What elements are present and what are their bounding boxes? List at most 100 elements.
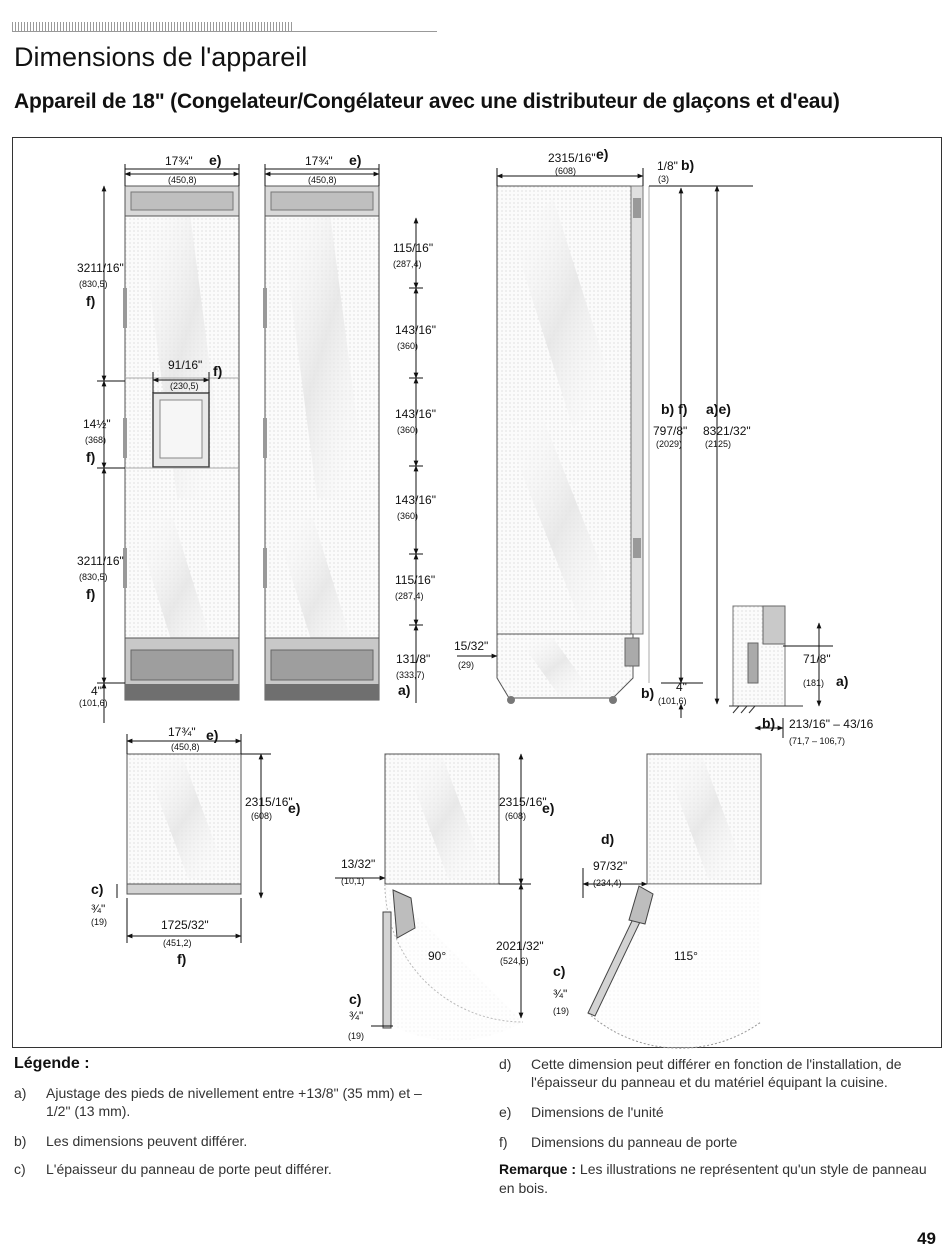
front-view-plain: 17¾" e) (450,8) 115/16" (287,4) 143/16" …: [263, 152, 436, 703]
page-title: Dimensions de l'appareil: [14, 42, 308, 72]
legend-text-b: Les dimensions peuvent différer.: [46, 1133, 248, 1149]
legend-text-c: L'épaisseur du panneau de porte peut dif…: [46, 1161, 332, 1177]
side-base-tag: b): [641, 685, 654, 701]
fv1-mid-h-mm: (368): [85, 435, 106, 445]
tv2-offset: 13/32": [341, 857, 375, 871]
note-label: Remarque :: [499, 1161, 577, 1177]
tv2-panel: ¾": [349, 1009, 363, 1023]
side-toe: 15/32": [454, 639, 488, 653]
legend-text-a: Ajustage des pieds de nivellement entre …: [46, 1085, 422, 1120]
legend-title: Légende :: [14, 1055, 90, 1072]
fv2-hinge-1-mm: (287,4): [393, 259, 422, 269]
side-base-mm: (101,6): [658, 696, 687, 706]
side-h-1: 797/8": [653, 424, 687, 438]
fv1-base-h: 4": [91, 684, 102, 698]
fv1-lower-h: 3211/16": [77, 554, 124, 568]
note-text: Les illustrations ne représentent qu'un …: [499, 1161, 927, 1196]
tv2-angle: 90°: [428, 949, 446, 963]
fv2-width-tag: e): [349, 152, 361, 168]
side-toe-mm: (29): [458, 660, 474, 670]
tv2-swing: 2021/32": [496, 939, 544, 953]
side-base: 4": [676, 680, 687, 694]
tv2-depth-tag: e): [542, 800, 554, 816]
fv2-bottom: 131/8": [396, 652, 430, 666]
side-gap: 1/8": [657, 159, 678, 173]
front-view-dispenser: 17¾" e) (450,8) 3211/16" (830,5) f) 14½"…: [77, 152, 240, 723]
tv3-panel: ¾": [553, 987, 567, 1001]
tv1-depth-tag: e): [288, 800, 300, 816]
fv1-base-h-mm: (101,6): [79, 698, 108, 708]
legend-key-b: b): [14, 1133, 27, 1149]
side-depth-mm: (608): [555, 166, 576, 176]
tv2-offset-mm: (10,1): [341, 876, 365, 886]
fv2-bottom-mm: (333,7): [396, 670, 425, 680]
detail-range-tag: b): [762, 715, 775, 731]
tv2-depth-mm: (608): [505, 811, 526, 821]
side-h-1-mm: (2029): [656, 439, 682, 449]
legend-text-f: Dimensions du panneau de porte: [531, 1134, 738, 1150]
tv1-c-tag: c): [91, 881, 103, 897]
dimension-figure: 17¾" e) (450,8) 3211/16" (830,5) f) 14½"…: [12, 137, 942, 1049]
legend-key-a: a): [14, 1085, 27, 1101]
tv1-depth-mm: (608): [251, 811, 272, 821]
side-depth: 2315/16": [548, 151, 596, 165]
side-depth-tag: e): [596, 146, 608, 162]
detail-range-mm: (71,7 – 106,7): [789, 736, 845, 746]
fv1-upper-tag: f): [86, 293, 95, 309]
legend-key-c: c): [14, 1161, 26, 1177]
fv2-hinge-5: 115/16": [395, 573, 435, 587]
tv1-panel-w: 1725/32": [161, 918, 209, 932]
top-view-closed: 17¾" e) (450,8) 2315/16" e) (608) c) ¾" …: [91, 725, 300, 967]
header-line: [12, 31, 437, 32]
legend-text-d: Cette dimension peut différer en fonctio…: [531, 1056, 902, 1091]
tv1-width: 17¾": [168, 725, 196, 739]
fv2-hinge-5-mm: (287,4): [395, 591, 424, 601]
top-view-115: d) 97/32" (234,4) 115° c) ¾" (19): [553, 753, 762, 1049]
fv2-width: 17¾": [305, 154, 333, 168]
side-gap-mm: (3): [658, 174, 669, 184]
fv2-hinge-2-mm: (360): [397, 341, 418, 351]
fv2-bottom-tag: a): [398, 682, 410, 698]
side-tags-2: a)e): [706, 401, 731, 417]
legend-key-d: d): [499, 1056, 512, 1072]
side-h-2: 8321/32": [703, 424, 751, 438]
note: Remarque : Les illustrations ne représen…: [499, 1160, 939, 1198]
page-subtitle: Appareil de 18" (Congelateur/Congélateur…: [14, 90, 840, 113]
detail-h-mm: (181): [803, 678, 824, 688]
tv1-panel: ¾": [91, 902, 105, 916]
tv3-angle: 115°: [674, 949, 698, 963]
fv2-hinge-3-mm: (360): [397, 425, 418, 435]
fv1-width-tag: e): [209, 152, 221, 168]
tv1-width-mm: (450,8): [171, 742, 200, 752]
fv1-mid-tag: f): [86, 449, 95, 465]
legend-key-e: e): [499, 1104, 512, 1120]
tv2-swing-mm: (524,6): [500, 956, 529, 966]
fv1-dispenser-w: 91/16": [168, 358, 202, 372]
side-h-2-mm: (2125): [705, 439, 731, 449]
fv2-width-mm: (450,8): [308, 175, 337, 185]
fv1-lower-h-mm: (830,5): [79, 572, 108, 582]
fv2-hinge-4-mm: (360): [397, 511, 418, 521]
detail-h: 71/8": [803, 652, 831, 666]
legend-key-f: f): [499, 1134, 508, 1150]
header-rule: [12, 22, 437, 32]
tv3-clear-mm: (234,4): [593, 878, 622, 888]
fv1-width-mm: (450,8): [168, 175, 197, 185]
tv2-depth: 2315/16": [499, 795, 547, 809]
page-number: 49: [917, 1229, 936, 1248]
leveling-detail: 71/8" (181) a) b) 213/16" – 43/16 (71,7 …: [729, 605, 874, 746]
fv1-lower-tag: f): [86, 586, 95, 602]
detail-range: 213/16" – 43/16: [789, 717, 874, 731]
dimension-drawing: 17¾" e) (450,8) 3211/16" (830,5) f) 14½"…: [77, 146, 874, 1049]
fv1-dispenser-w-mm: (230,5): [170, 381, 199, 391]
side-tags-1: b) f): [661, 401, 687, 417]
tv2-c-tag: c): [349, 991, 361, 1007]
detail-h-tag: a): [836, 673, 848, 689]
side-gap-tag: b): [681, 157, 694, 173]
fv2-hinge-1: 115/16": [393, 241, 433, 255]
fv1-upper-h-mm: (830,5): [79, 279, 108, 289]
tv2-panel-mm: (19): [348, 1031, 364, 1041]
fv1-upper-h: 3211/16": [77, 261, 124, 275]
top-view-90: 2315/16" e) (608) 13/32" (10,1) 2021/32"…: [335, 753, 554, 1041]
fv1-dispenser-tag: f): [213, 363, 222, 379]
